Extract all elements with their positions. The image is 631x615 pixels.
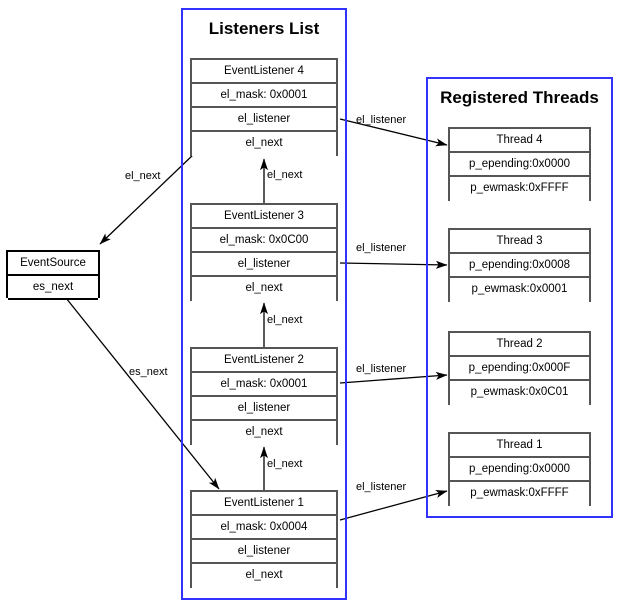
thread-name: Thread 3 bbox=[450, 230, 589, 254]
listener-box-1[interactable]: EventListener 1 el_mask: 0x0004 el_liste… bbox=[190, 490, 338, 588]
listener-mask: el_mask: 0x0001 bbox=[192, 84, 336, 108]
listener-next-field: el_next bbox=[192, 564, 336, 588]
edge-label-listener1-to-listener2: el_next bbox=[267, 458, 303, 470]
edge-label-eventsource-to-listener1: es_next bbox=[129, 366, 168, 378]
listeners-list-panel bbox=[181, 8, 347, 600]
edge-label-eventsource-to-listener4: el_next bbox=[125, 170, 161, 182]
registered-threads-panel bbox=[426, 77, 613, 518]
listener-mask: el_mask: 0x0001 bbox=[192, 373, 336, 397]
thread-epending: p_epending:0x0008 bbox=[450, 254, 589, 278]
listener-name: EventListener 4 bbox=[192, 60, 336, 84]
listener-next-field: el_next bbox=[192, 277, 336, 301]
listeners-list-title: Listeners List bbox=[208, 19, 320, 38]
listener-name: EventListener 2 bbox=[192, 349, 336, 373]
listener-listener-field: el_listener bbox=[192, 397, 336, 421]
listener-box-3[interactable]: EventListener 3 el_mask: 0x0C00 el_liste… bbox=[190, 203, 338, 301]
thread-name: Thread 4 bbox=[450, 129, 589, 153]
listener-next-field: el_next bbox=[192, 132, 336, 156]
thread-name: Thread 2 bbox=[450, 333, 589, 357]
thread-ewmask: p_ewmask:0x0C01 bbox=[450, 381, 589, 405]
edge-label-listener2-to-thread2: el_listener bbox=[356, 363, 407, 375]
edge-label-listener3-to-thread3: el_listener bbox=[356, 242, 407, 254]
thread-box-1[interactable]: Thread 1 p_epending:0x0000 p_ewmask:0xFF… bbox=[448, 432, 591, 506]
listener-mask: el_mask: 0x0C00 bbox=[192, 229, 336, 253]
listener-next-field: el_next bbox=[192, 421, 336, 445]
listener-box-4[interactable]: EventListener 4 el_mask: 0x0001 el_liste… bbox=[190, 58, 338, 156]
thread-box-2[interactable]: Thread 2 p_epending:0x000F p_ewmask:0x0C… bbox=[448, 331, 591, 405]
listener-listener-field: el_listener bbox=[192, 108, 336, 132]
thread-epending: p_epending:0x0000 bbox=[450, 458, 589, 482]
registered-threads-title: Registered Threads bbox=[440, 88, 599, 107]
event-source-name: EventSource bbox=[8, 252, 98, 276]
edge-label-listener4-to-thread4: el_listener bbox=[356, 114, 407, 126]
thread-epending: p_epending:0x0000 bbox=[450, 153, 589, 177]
edge-label-listener2-to-listener3: el_next bbox=[267, 314, 303, 326]
thread-ewmask: p_ewmask:0xFFFF bbox=[450, 177, 589, 201]
listener-listener-field: el_listener bbox=[192, 253, 336, 277]
thread-box-3[interactable]: Thread 3 p_epending:0x0008 p_ewmask:0x00… bbox=[448, 228, 591, 302]
thread-name: Thread 1 bbox=[450, 434, 589, 458]
listener-name: EventListener 3 bbox=[192, 205, 336, 229]
event-source-box[interactable]: EventSource es_next bbox=[6, 250, 100, 300]
listener-box-2[interactable]: EventListener 2 el_mask: 0x0001 el_liste… bbox=[190, 347, 338, 445]
edge-label-listener1-to-thread1: el_listener bbox=[356, 481, 407, 493]
listener-name: EventListener 1 bbox=[192, 492, 336, 516]
event-source-esnext-field: es_next bbox=[8, 276, 98, 300]
listener-listener-field: el_listener bbox=[192, 540, 336, 564]
thread-ewmask: p_ewmask:0xFFFF bbox=[450, 482, 589, 506]
thread-box-4[interactable]: Thread 4 p_epending:0x0000 p_ewmask:0xFF… bbox=[448, 127, 591, 201]
listener-mask: el_mask: 0x0004 bbox=[192, 516, 336, 540]
edge-label-listener3-to-listener4: el_next bbox=[267, 169, 303, 181]
thread-ewmask: p_ewmask:0x0001 bbox=[450, 278, 589, 302]
thread-epending: p_epending:0x000F bbox=[450, 357, 589, 381]
